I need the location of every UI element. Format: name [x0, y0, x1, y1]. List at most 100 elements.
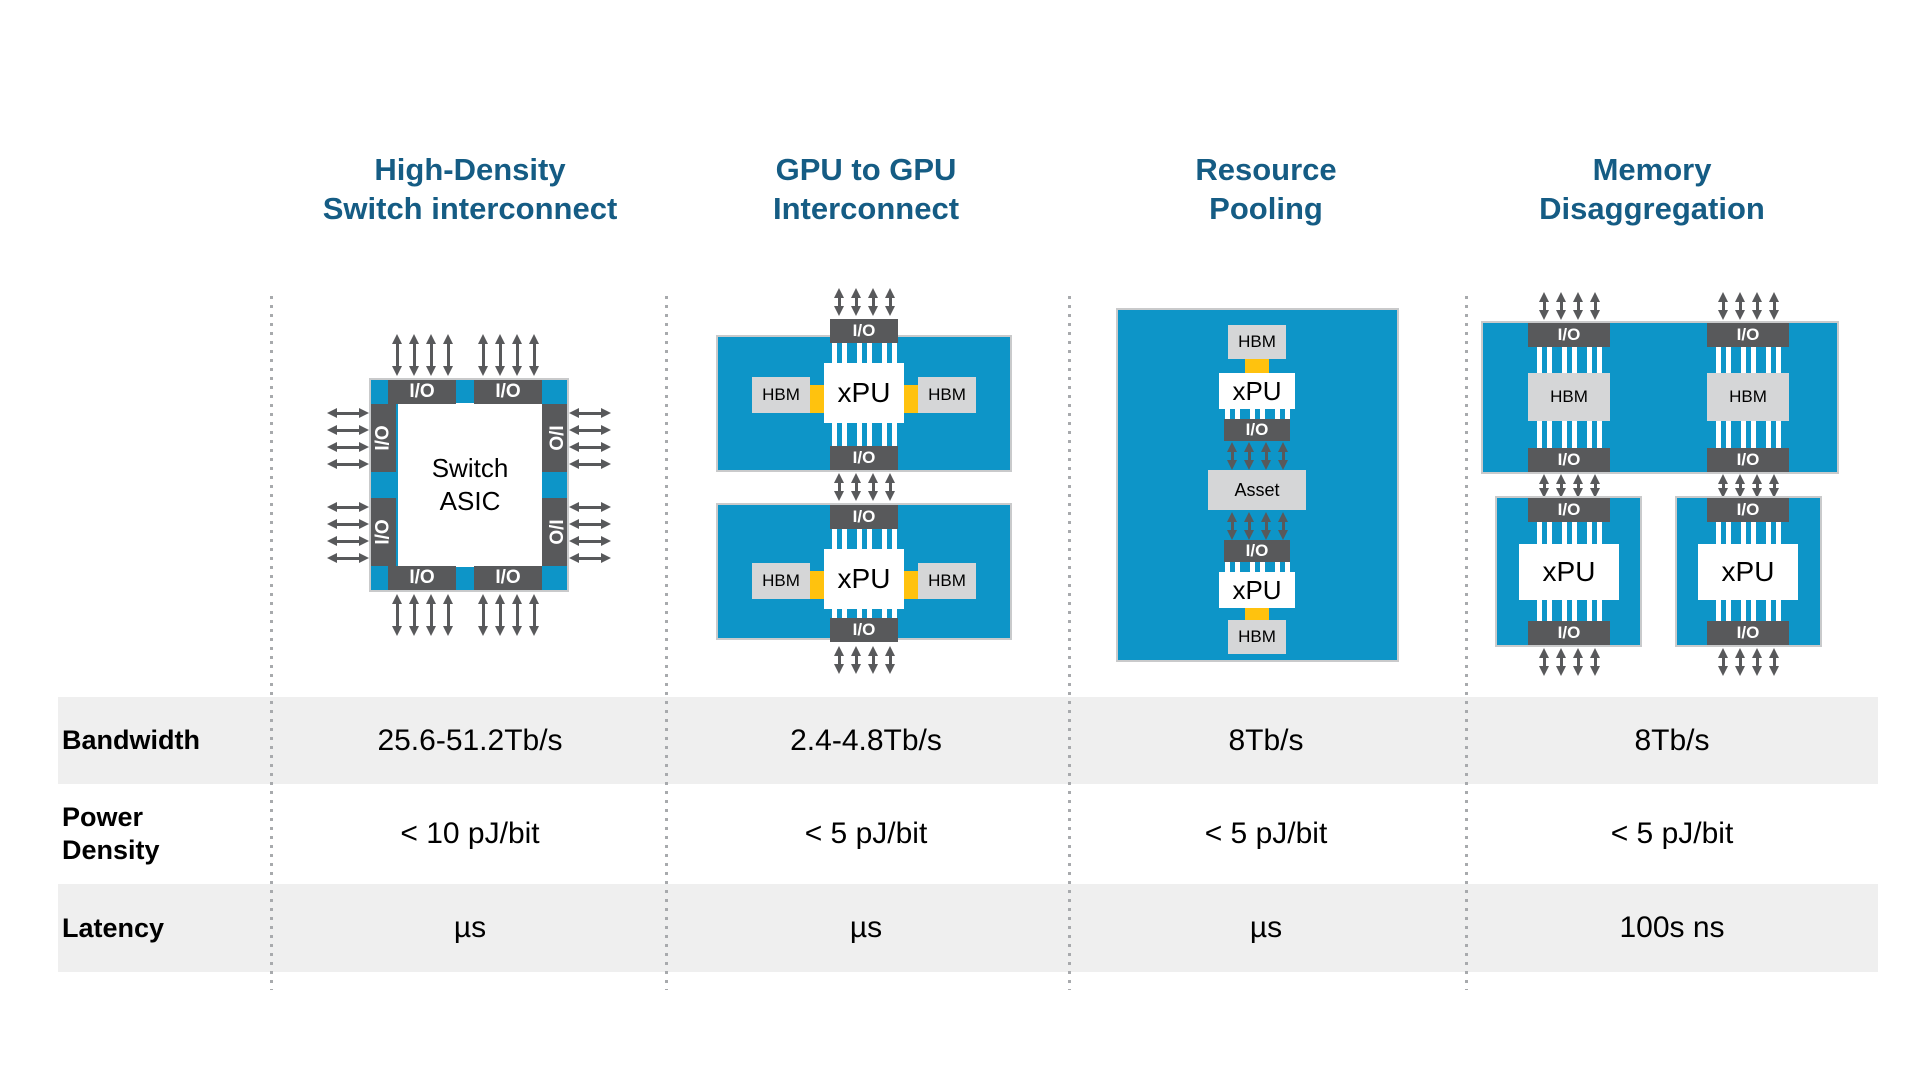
xpu-io-links [832, 609, 897, 619]
double-arrow-group-icon [478, 334, 539, 376]
double-arrow-group-icon [1539, 474, 1600, 498]
xpu-block: xPU [1219, 373, 1295, 409]
cell-bandwidth-switch: 25.6-51.2Tb/s [377, 723, 563, 757]
link-bar [882, 423, 887, 446]
link-bar [1562, 421, 1567, 448]
io-block: I/O [542, 404, 567, 472]
link-bar-pair [832, 609, 847, 619]
double-arrow-icon [1261, 512, 1271, 540]
link-bar [1537, 347, 1542, 373]
cell-bandwidth-gpu: 2.4-4.8Tb/s [790, 723, 942, 757]
link-bar [867, 529, 872, 549]
link-bar [1751, 347, 1756, 373]
io-block: I/O [474, 566, 542, 590]
double-arrow-icon [443, 334, 453, 376]
hbm-block: HBM [918, 377, 976, 413]
link-bar [892, 609, 897, 619]
link-bar [1726, 421, 1731, 448]
double-arrow-group-icon [1227, 512, 1288, 540]
cell-latency-gpu: µs [849, 911, 883, 944]
link-bar [867, 423, 872, 446]
double-arrow-icon [409, 594, 419, 636]
table-row-band-latency [58, 884, 1878, 972]
link-bar [1776, 522, 1781, 544]
link-bar [1726, 522, 1731, 544]
link-bar [1235, 409, 1240, 419]
link-bar [1776, 347, 1781, 373]
header-line: Pooling [1209, 191, 1323, 226]
xpu-io-links [1537, 600, 1602, 621]
link-bar [1250, 409, 1255, 419]
double-arrow-icon [327, 459, 369, 469]
double-arrow-icon [426, 334, 436, 376]
double-arrow-icon [1227, 512, 1237, 540]
row-label-latency: Latency [62, 912, 165, 943]
io-block: I/O [830, 319, 898, 343]
double-arrow-icon [529, 334, 539, 376]
double-arrow-icon [1227, 442, 1237, 470]
header-line: GPU to GPU [775, 152, 957, 187]
link-bar-pair [1225, 562, 1240, 572]
link-bar [1260, 562, 1265, 572]
double-arrow-icon [327, 408, 369, 418]
xpu-io-links [1537, 347, 1602, 373]
xpu-io-links [1716, 421, 1781, 448]
double-arrow-icon [1718, 474, 1728, 498]
io-block: I/O [1707, 498, 1789, 522]
double-arrow-icon [851, 288, 861, 316]
header-line: Disaggregation [1539, 191, 1765, 226]
switch-asic-label: Switch [431, 453, 509, 483]
double-arrow-icon [1261, 442, 1271, 470]
link-bar [1766, 421, 1771, 448]
header-line: Resource [1195, 152, 1337, 187]
double-arrow-group-icon [1718, 292, 1779, 320]
hbm-block: HBM [1228, 325, 1286, 359]
io-block: I/O [388, 566, 456, 590]
double-arrow-group-icon [569, 408, 611, 469]
double-arrow-icon [569, 459, 611, 469]
double-arrow-icon [569, 536, 611, 546]
link-bar-pair [832, 423, 847, 446]
link-bar [842, 423, 847, 446]
double-arrow-icon [1769, 648, 1779, 676]
double-arrow-icon [1769, 474, 1779, 498]
hbm-block: HBM [1228, 620, 1286, 654]
link-bar-pair [1250, 562, 1265, 572]
double-arrow-icon [569, 442, 611, 452]
link-bar [1547, 421, 1552, 448]
double-arrow-icon [327, 442, 369, 452]
link-bar [857, 343, 862, 363]
double-arrow-icon [1718, 292, 1728, 320]
double-arrow-icon [1539, 474, 1549, 498]
link-bar [1597, 347, 1602, 373]
io-block: I/O [1224, 419, 1290, 441]
xpu-io-links [1537, 421, 1602, 448]
double-arrow-icon [1718, 648, 1728, 676]
cell-power-pooling: < 5 pJ/bit [1204, 817, 1328, 850]
link-bar-pair [1587, 347, 1602, 373]
double-arrow-icon [1752, 474, 1762, 498]
io-block: I/O [388, 380, 456, 404]
hbm-connector [1245, 359, 1269, 373]
link-bar [1225, 409, 1230, 419]
double-arrow-group-icon [1718, 474, 1779, 498]
link-bar [1260, 409, 1265, 419]
double-arrow-group-icon [834, 473, 895, 501]
double-arrow-icon [529, 594, 539, 636]
cell-bandwidth-pooling: 8Tb/s [1228, 723, 1304, 757]
asset-block: Asset [1208, 470, 1306, 510]
double-arrow-icon [868, 646, 878, 674]
double-arrow-icon [426, 594, 436, 636]
link-bar [1597, 421, 1602, 448]
link-bar [832, 529, 837, 549]
io-block: I/O [830, 618, 898, 642]
link-bar [1572, 421, 1577, 448]
double-arrow-group-icon [1227, 442, 1288, 470]
cell-latency-memory: 100s ns [1619, 911, 1725, 944]
double-arrow-icon [1573, 474, 1583, 498]
double-arrow-icon [495, 334, 505, 376]
link-bar [1766, 347, 1771, 373]
link-bar [1285, 562, 1290, 572]
xpu-block: xPU [1219, 572, 1295, 608]
